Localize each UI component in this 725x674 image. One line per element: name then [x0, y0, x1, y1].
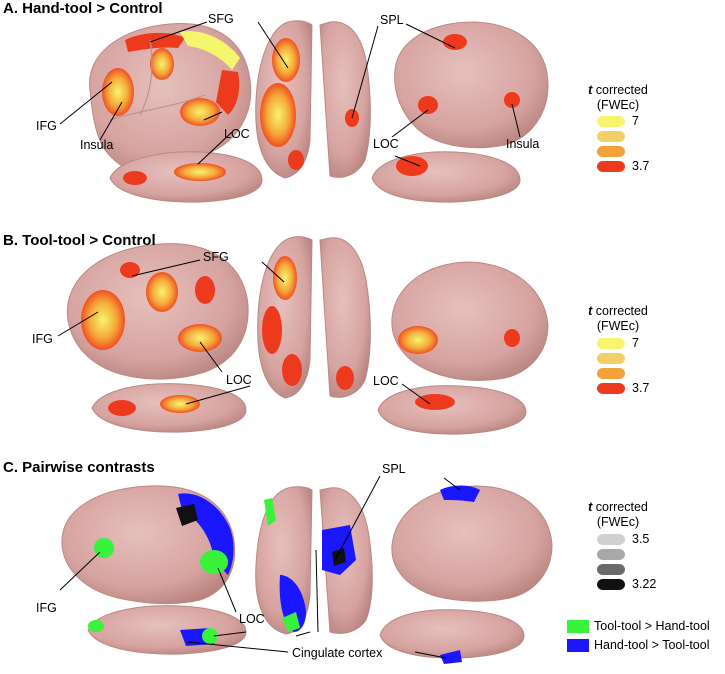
legend-b-header: t corrected (FWEc) — [582, 304, 654, 334]
legend-b-min: 3.7 — [632, 381, 650, 395]
key-hand-over-tool-swatch — [567, 639, 589, 652]
legend-b-t: t — [588, 304, 593, 318]
legend-b-fwec: (FWEc) — [596, 319, 640, 333]
panel-b-legend-scale — [597, 338, 625, 394]
brain-b-ventral-right — [377, 385, 527, 435]
legend-c-max: 3.5 — [632, 532, 650, 546]
label-a-insula-right: Insula — [506, 137, 540, 151]
brain-a-ventral-right — [371, 151, 521, 203]
panel-c-legend-scale — [597, 534, 625, 590]
legend-c-t: t — [588, 500, 593, 514]
label-a-sfg: SFG — [208, 12, 234, 26]
panel-b-title: B. Tool-tool > Control — [3, 232, 156, 249]
panel-a-legend-scale — [597, 116, 625, 172]
label-a-insula-left: Insula — [80, 138, 114, 152]
legend-b-corrected: corrected — [595, 304, 648, 318]
panel-c-title: C. Pairwise contrasts — [3, 459, 155, 476]
brain-c-right-lateral — [391, 485, 553, 602]
panel-c-brains — [61, 485, 553, 664]
label-c-spl: SPL — [382, 462, 406, 476]
panel-c-leaders — [59, 475, 461, 659]
brain-b-dorsal-left — [257, 236, 313, 399]
legend-a-max: 7 — [632, 114, 639, 128]
brain-a-left-lateral — [89, 22, 252, 179]
panel-a-title: A. Hand-tool > Control — [3, 0, 163, 17]
key-hand-over-tool-label: Hand-tool > Tool-tool — [594, 638, 710, 652]
legend-a-t: t — [588, 83, 593, 97]
label-a-loc-right: LOC — [373, 137, 399, 151]
brain-c-ventral-right — [379, 609, 525, 659]
panel-b-brains — [66, 236, 549, 435]
label-c-cingulate: Cingulate cortex — [292, 646, 383, 660]
legend-b-max: 7 — [632, 336, 639, 350]
label-a-spl: SPL — [380, 13, 404, 27]
brain-b-right-lateral — [391, 261, 549, 381]
legend-c-header: t corrected (FWEc) — [582, 500, 654, 530]
panel-a-brains — [89, 20, 549, 203]
legend-a-fwec: (FWEc) — [596, 98, 640, 112]
label-a-ifg: IFG — [36, 119, 57, 133]
key-tool-over-hand-label: Tool-tool > Hand-tool — [594, 619, 710, 633]
panel-a-leaders — [59, 21, 521, 167]
brain-b-dorsal-right — [319, 237, 371, 398]
label-b-loc-left: LOC — [226, 373, 252, 387]
label-a-loc-left: LOC — [224, 127, 250, 141]
legend-c-fwec: (FWEc) — [596, 515, 640, 529]
key-tool-over-hand-swatch — [567, 620, 589, 633]
brain-a-right-lateral — [394, 21, 549, 149]
legend-c-corrected: corrected — [595, 500, 648, 514]
panel-b-leaders — [57, 259, 431, 405]
legend-a-min: 3.7 — [632, 159, 650, 173]
legend-a-header: t corrected (FWEc) — [582, 83, 654, 113]
brain-c-ventral-left — [87, 605, 247, 655]
label-b-ifg: IFG — [32, 332, 53, 346]
legend-a-corrected: corrected — [595, 83, 648, 97]
label-b-loc-right: LOC — [373, 374, 399, 388]
brain-a-dorsal-right — [319, 21, 371, 178]
label-c-ifg: IFG — [36, 601, 57, 615]
label-b-sfg: SFG — [203, 250, 229, 264]
legend-c-min: 3.22 — [632, 577, 657, 591]
label-c-loc: LOC — [239, 612, 265, 626]
